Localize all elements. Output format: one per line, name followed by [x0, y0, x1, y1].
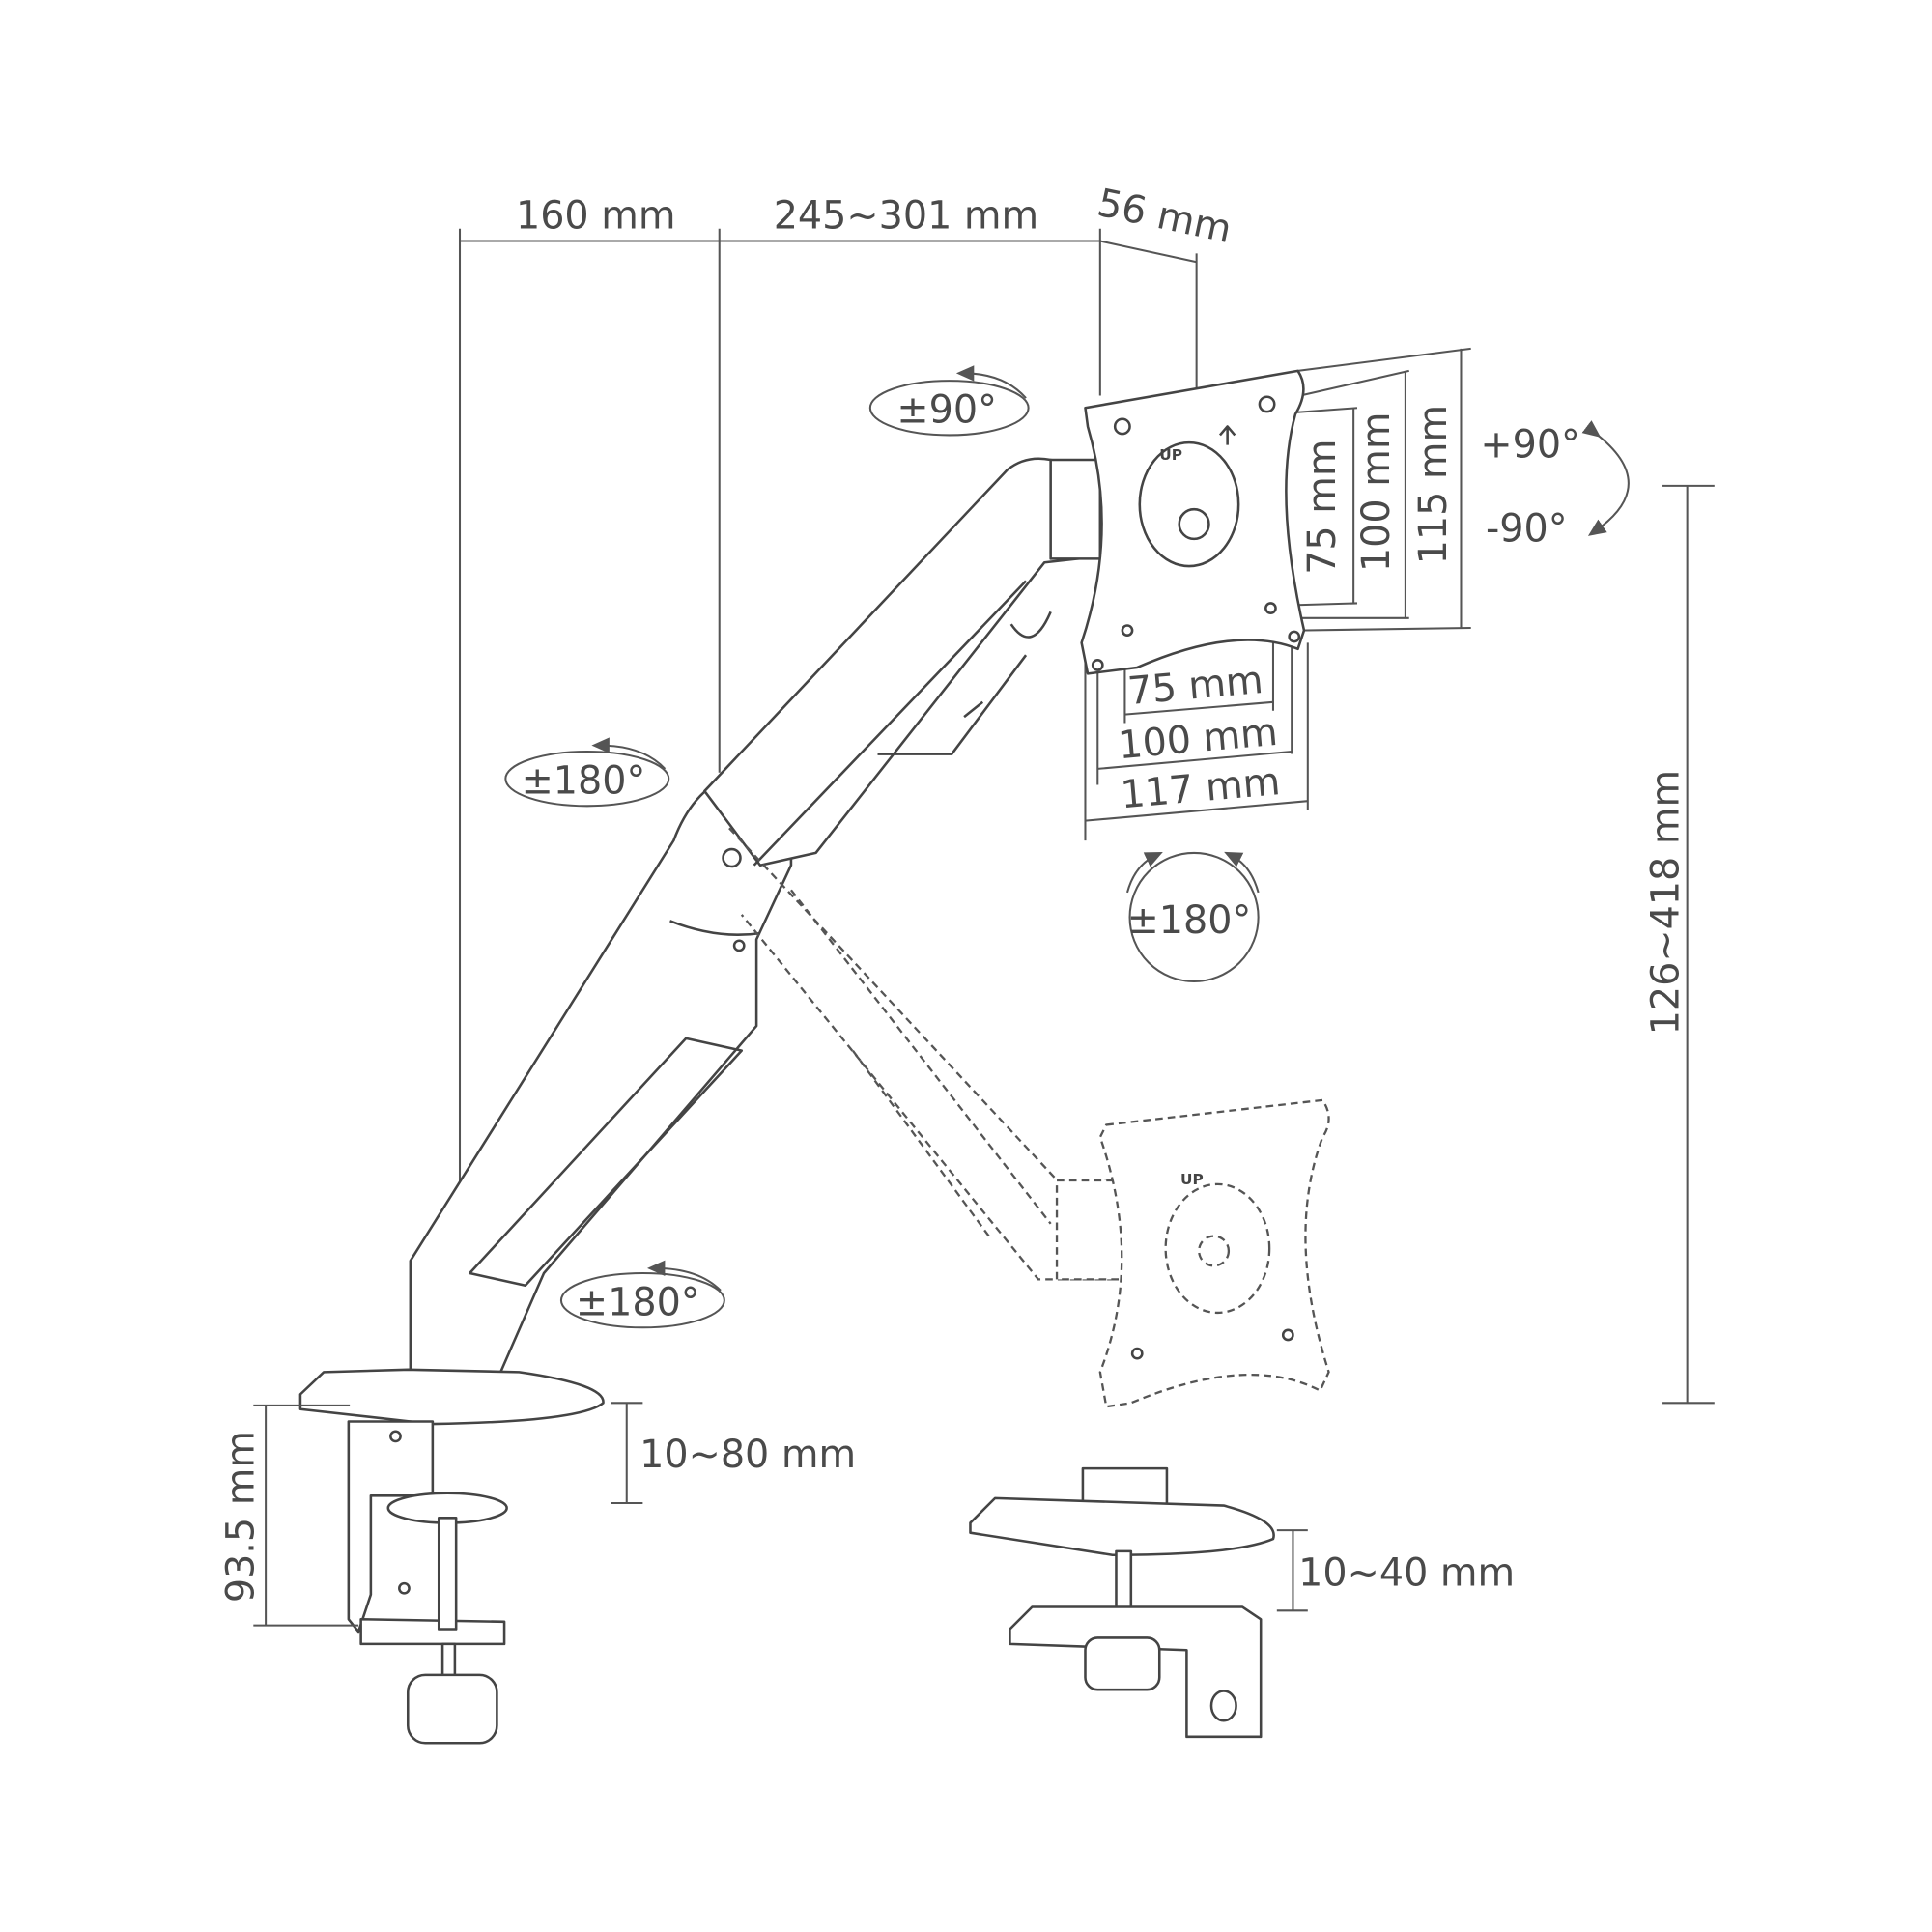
dim-56: 56 mm — [1094, 181, 1236, 252]
height-range-label: 126~418 mm — [1644, 770, 1689, 1035]
tilt-rotation-icon — [868, 365, 1030, 437]
plate-up-label: UP — [1159, 446, 1182, 464]
dim-160: 160 mm — [516, 194, 676, 239]
plate-width-117: 117 mm — [1119, 759, 1282, 817]
ghost-plate-up-label: UP — [1180, 1171, 1204, 1188]
upper-arm — [703, 457, 1102, 867]
vesa-plate: UP — [1080, 369, 1306, 675]
lowered-arm-ghost — [728, 827, 1126, 1281]
plate-dimension-lines — [1084, 347, 1471, 841]
base-swivel-label: ±180° — [576, 1280, 700, 1324]
tilt-label: ±90° — [896, 388, 997, 433]
rotate-minus-label: -90° — [1486, 506, 1568, 551]
mid-swivel-icon — [504, 737, 670, 808]
clamp-height-label: 93.5 mm — [218, 1431, 263, 1603]
dim-245-301: 245~301 mm — [774, 194, 1038, 239]
height-dimension — [1662, 484, 1715, 1405]
plate-rotate-icon — [1125, 851, 1260, 983]
vesa-h-75: 75 mm — [1300, 439, 1345, 574]
top-dimension-lines — [458, 228, 1198, 1206]
grommet-range-label: 10~40 mm — [1298, 1551, 1515, 1596]
grommet-mount — [969, 1466, 1275, 1739]
mid-swivel-label: ±180° — [522, 758, 646, 803]
portrait-rotate-icon — [1581, 420, 1630, 536]
clamp-range-dimension — [253, 1402, 643, 1627]
plate-rotate-label: ±180° — [1127, 898, 1252, 943]
plate-height-115: 115 mm — [1411, 405, 1456, 565]
vesa-h-100: 100 mm — [1354, 412, 1399, 572]
base-swivel-icon — [559, 1260, 725, 1329]
vesa-w-100: 100 mm — [1117, 710, 1280, 768]
rotate-plus-label: +90° — [1480, 422, 1580, 467]
desk-clamp — [298, 1368, 605, 1745]
grommet-range-dimension — [1276, 1529, 1308, 1612]
clamp-range-label: 10~80 mm — [639, 1433, 856, 1477]
vesa-plate-ghost: UP — [1098, 1098, 1330, 1408]
